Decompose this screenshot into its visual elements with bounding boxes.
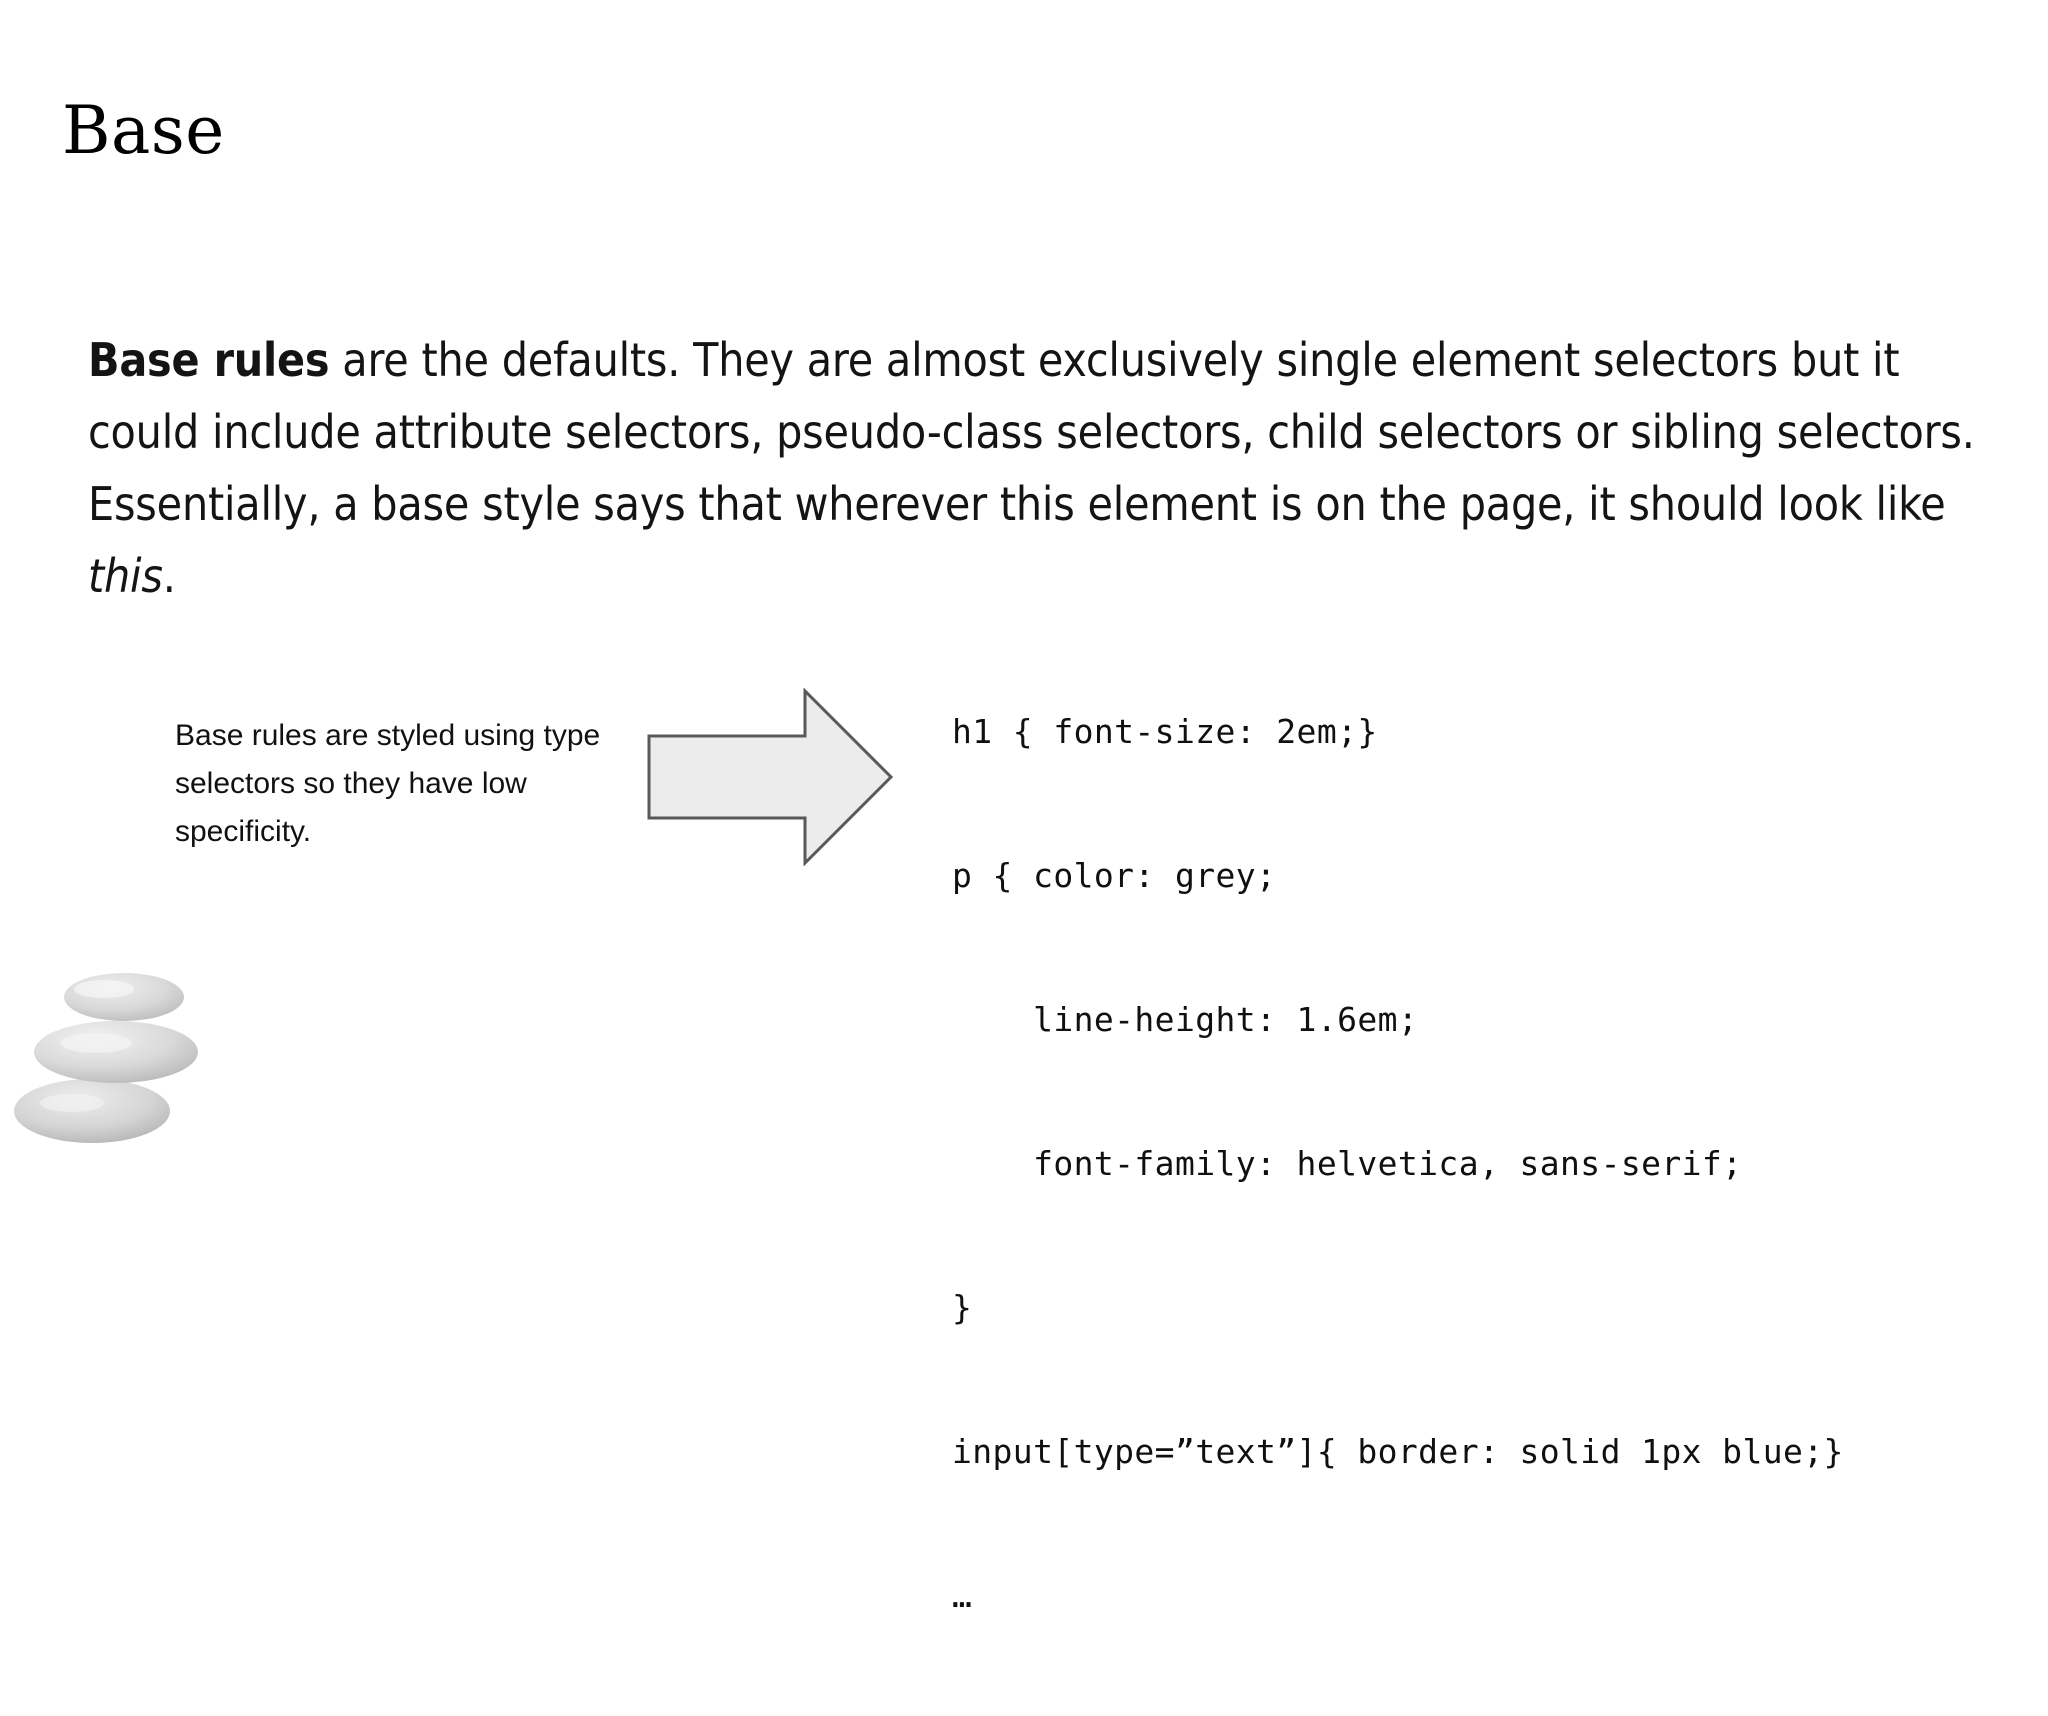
- right-arrow-icon: [645, 688, 895, 866]
- code-line: h1 { font-size: 2em;}: [952, 712, 1378, 751]
- body-lead-bold: Base rules: [88, 333, 330, 387]
- code-line: font-family: helvetica, sans-serif;: [952, 1144, 1743, 1183]
- css-code-block: h1 { font-size: 2em;} p { color: grey; l…: [952, 612, 1844, 1716]
- caption-text: Base rules are styled using type selecto…: [175, 719, 601, 848]
- body-text-part-1: are the defaults. They are almost exclus…: [88, 333, 1975, 531]
- slide-canvas: Base Base rules are the defaults. They a…: [0, 92, 1978, 1615]
- page-title: Base: [62, 92, 225, 170]
- body-text-part-2: .: [162, 549, 176, 603]
- code-line: p { color: grey;: [952, 856, 1277, 895]
- code-line: input[type=”text”]{ border: solid 1px bl…: [952, 1432, 1844, 1471]
- code-line: }: [952, 1288, 973, 1327]
- code-line: line-height: 1.6em;: [952, 1000, 1419, 1039]
- body-paragraph: Base rules are the defaults. They are al…: [88, 324, 1978, 612]
- code-line: …: [952, 1576, 973, 1615]
- body-emphasis-italic: this: [88, 549, 163, 603]
- stacked-stones-image: [0, 955, 228, 1152]
